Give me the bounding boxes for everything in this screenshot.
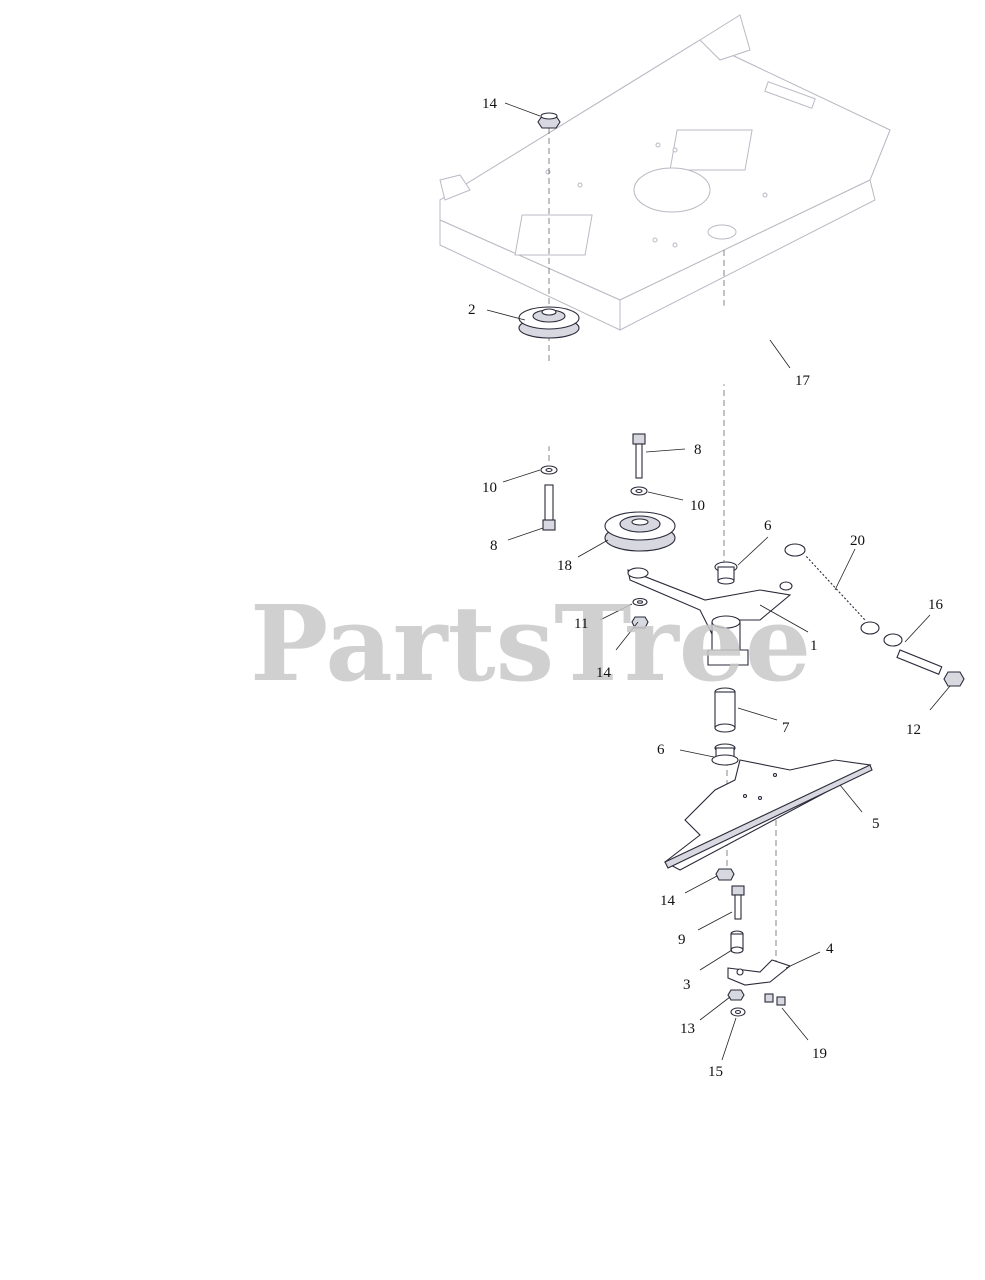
flange-bushing-bottom bbox=[711, 743, 739, 766]
callout-label: 9 bbox=[678, 932, 686, 948]
spacer-short bbox=[730, 930, 744, 954]
callout-label: 5 bbox=[872, 816, 880, 832]
callout-label: 14 bbox=[660, 893, 676, 909]
callout-label: 13 bbox=[680, 1021, 695, 1037]
mount-bracket bbox=[663, 759, 873, 871]
callout-label: 8 bbox=[490, 538, 498, 554]
hex-nut-lower bbox=[715, 868, 735, 881]
hex-nut-middle bbox=[631, 616, 649, 629]
leader-lines bbox=[486, 102, 951, 1061]
hex-nut-top bbox=[537, 112, 561, 129]
callout-label: 10 bbox=[690, 498, 705, 514]
callout-labels: 14 2 17 8 10 10 8 6 20 18 16 11 1 14 12 … bbox=[468, 96, 944, 1080]
lock-nut-bottom bbox=[727, 989, 745, 1001]
idler-pulley-flat bbox=[518, 306, 580, 339]
hex-bolt-upper bbox=[632, 433, 646, 479]
callout-label: 19 bbox=[812, 1046, 827, 1062]
callout-label: 16 bbox=[928, 597, 944, 613]
frame-plate bbox=[439, 14, 891, 331]
callout-label: 3 bbox=[683, 977, 691, 993]
callout-label: 17 bbox=[795, 373, 811, 389]
callout-label: 20 bbox=[850, 533, 865, 549]
flat-washer-small bbox=[632, 597, 648, 607]
partstree-watermark: PartsTree bbox=[250, 582, 811, 705]
flange-bushing-top bbox=[714, 561, 738, 585]
extension-spring bbox=[784, 543, 880, 635]
drive-belt bbox=[493, 304, 792, 447]
spacer-tube bbox=[714, 687, 736, 733]
callout-label: 12 bbox=[906, 722, 921, 738]
callout-label: 11 bbox=[574, 616, 588, 632]
callout-label: 1 bbox=[810, 638, 818, 654]
callout-label: 10 bbox=[482, 480, 497, 496]
callout-label: 6 bbox=[764, 518, 772, 534]
hex-bolt-lower bbox=[731, 885, 745, 920]
callout-label: 7 bbox=[782, 720, 790, 736]
idler-pulley-large bbox=[604, 511, 676, 552]
idler-arm bbox=[627, 567, 793, 666]
nut-bottom bbox=[730, 1007, 746, 1017]
small-bracket bbox=[727, 959, 792, 986]
callout-label: 15 bbox=[708, 1064, 723, 1080]
flat-washer-right bbox=[630, 486, 648, 496]
lock-nut-right bbox=[943, 671, 965, 687]
eyebolt bbox=[883, 633, 943, 675]
spacer-bolt-left bbox=[542, 484, 556, 531]
callout-label: 6 bbox=[657, 742, 665, 758]
flat-washer-left bbox=[540, 465, 558, 475]
callout-label: 8 bbox=[694, 442, 702, 458]
callout-label: 14 bbox=[596, 665, 612, 681]
screw-pair bbox=[764, 993, 786, 1006]
callout-label: 18 bbox=[557, 558, 572, 574]
callout-label: 4 bbox=[826, 941, 834, 957]
callout-label: 2 bbox=[468, 302, 476, 318]
callout-label: 14 bbox=[482, 96, 498, 112]
